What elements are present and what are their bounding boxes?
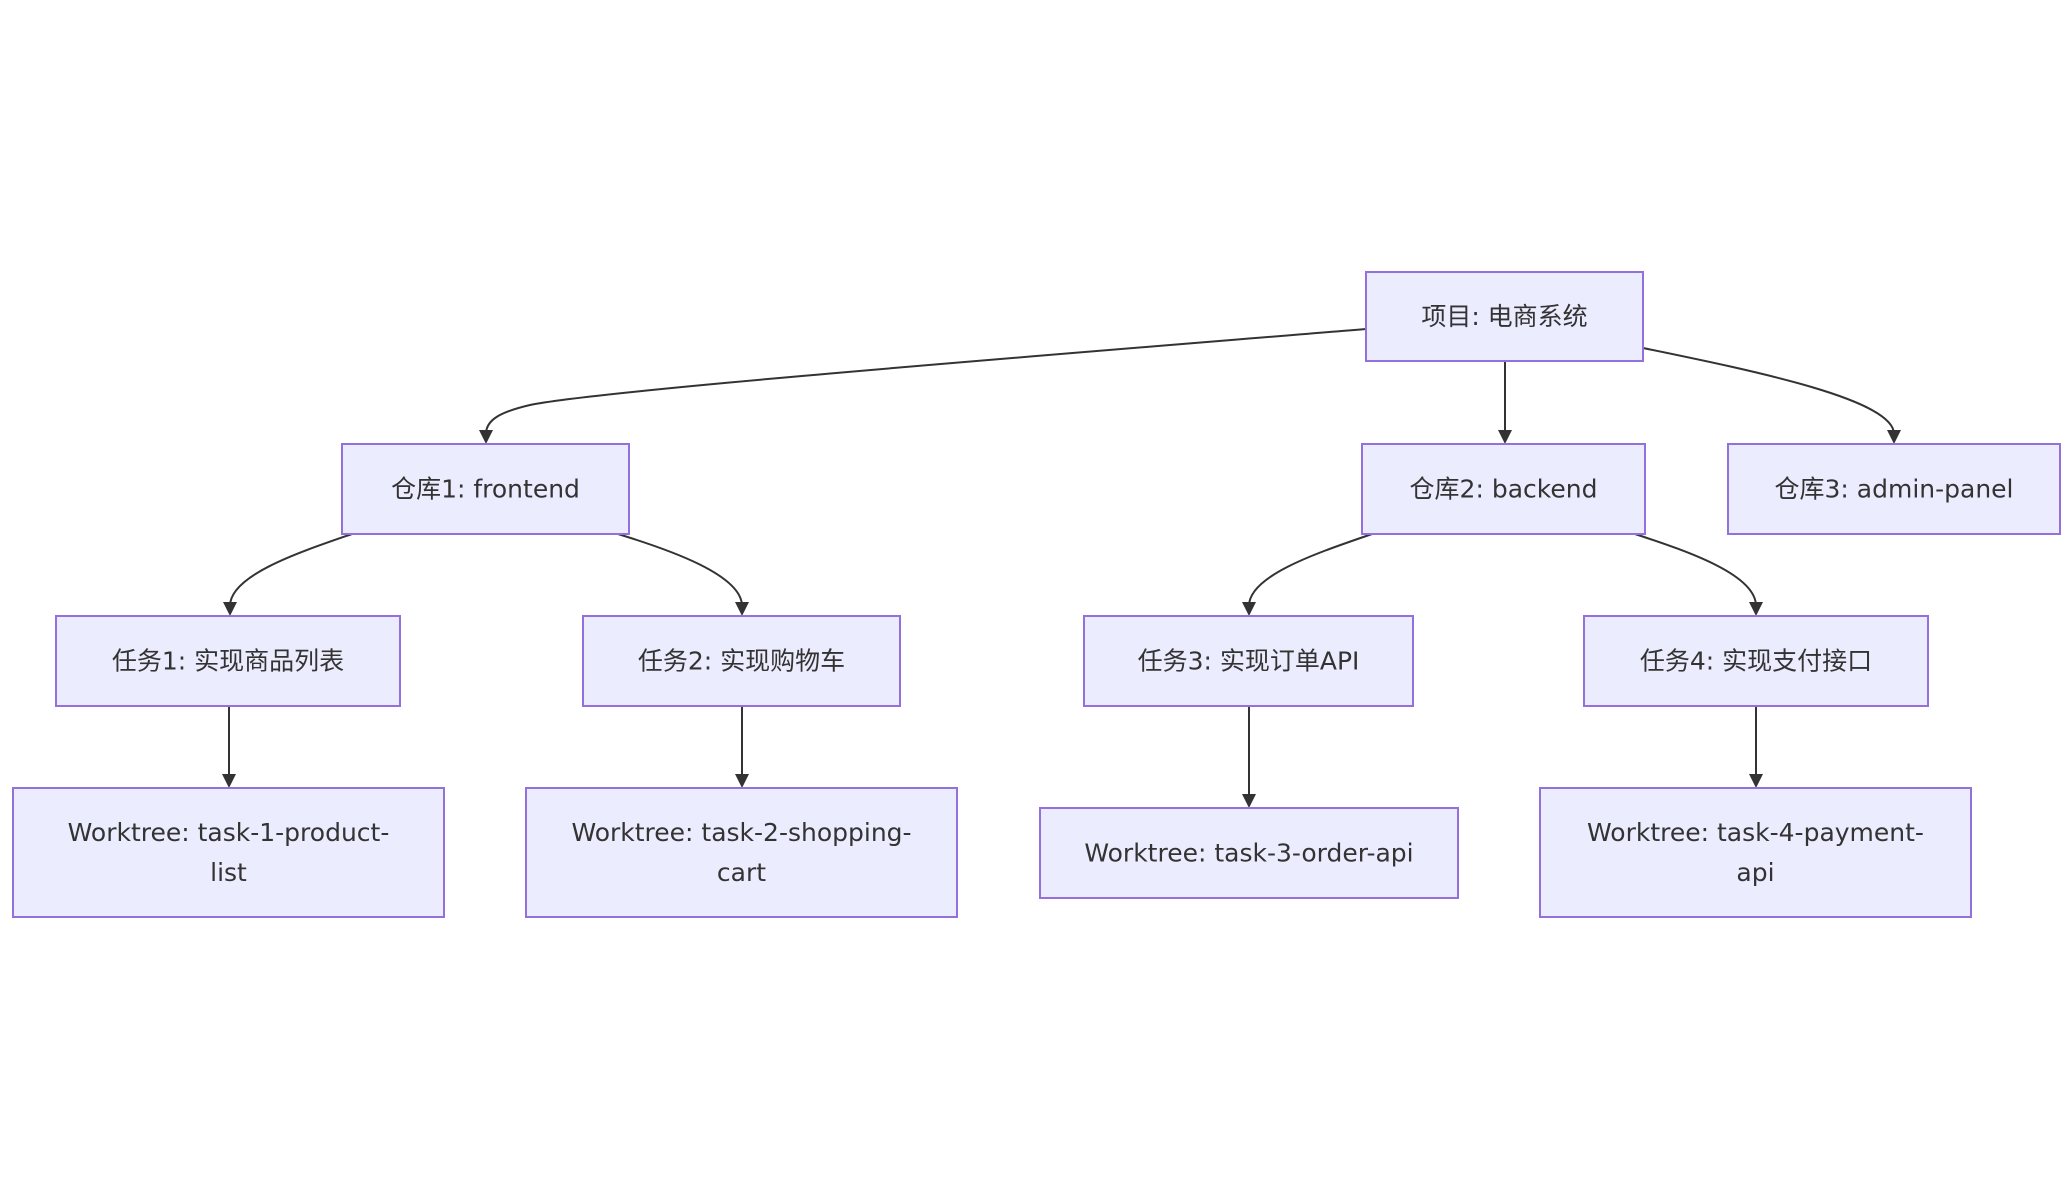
arrowhead-task3-wt3 [1242, 794, 1256, 808]
node-label-wt2-line-1: Worktree: task-2-shopping- [571, 818, 911, 847]
node-label-wt1-line-2: list [210, 858, 247, 887]
node-box-task1 [55, 615, 401, 707]
node-box-task2 [582, 615, 901, 707]
node-task4: 任务4: 实现支付接口 [1583, 615, 1929, 707]
edge-project-repo3 [1642, 347, 1895, 435]
arrowhead-task2-wt2 [735, 774, 749, 788]
node-box-wt1 [12, 787, 445, 918]
node-repo2: 仓库2: backend [1361, 443, 1646, 535]
node-label-wt4-line-1: Worktree: task-4-payment- [1587, 818, 1924, 847]
node-box-repo2 [1361, 443, 1646, 535]
node-box-repo1 [341, 443, 630, 535]
node-project: 项目: 电商系统 [1365, 271, 1644, 362]
node-box-wt2 [525, 787, 958, 918]
node-box-wt3 [1039, 807, 1459, 899]
node-task3: 任务3: 实现订单API [1083, 615, 1414, 707]
node-wt3: Worktree: task-3-order-api [1039, 807, 1459, 899]
edges-layer [222, 328, 1901, 808]
edge-project-repo1 [485, 328, 1367, 435]
node-label-task2-line-1: 任务2: 实现购物车 [638, 647, 845, 676]
node-box-project [1365, 271, 1644, 362]
node-label-wt4-line-2: api [1736, 858, 1774, 887]
arrowhead-project-repo2 [1498, 430, 1512, 444]
arrowhead-project-repo3 [1887, 430, 1901, 444]
node-label-project-line-1: 项目: 电商系统 [1421, 302, 1587, 331]
arrowhead-project-repo1 [479, 430, 493, 444]
edge-repo2-task4 [1634, 533, 1757, 607]
node-label-task4-line-1: 任务4: 实现支付接口 [1640, 647, 1872, 676]
arrowhead-repo1-task2 [735, 602, 749, 616]
node-repo3: 仓库3: admin-panel [1727, 443, 2061, 535]
node-box-task3 [1083, 615, 1414, 707]
edge-repo1-task1 [229, 533, 353, 607]
arrowhead-repo2-task3 [1242, 602, 1256, 616]
node-label-repo3-line-1: 仓库3: admin-panel [1775, 475, 2014, 504]
node-box-task4 [1583, 615, 1929, 707]
node-box-wt4 [1539, 787, 1972, 918]
node-label-task3-line-1: 任务3: 实现订单API [1138, 647, 1360, 676]
edge-repo2-task3 [1248, 533, 1373, 607]
node-box-repo3 [1727, 443, 2061, 535]
node-label-repo1-line-1: 仓库1: frontend [391, 475, 580, 504]
node-label-wt3-line-1: Worktree: task-3-order-api [1084, 839, 1413, 868]
node-label-task1-line-1: 任务1: 实现商品列表 [112, 647, 344, 676]
node-task1: 任务1: 实现商品列表 [55, 615, 401, 707]
arrowhead-task4-wt4 [1749, 774, 1763, 788]
node-wt1: Worktree: task-1-product-list [12, 787, 445, 918]
node-wt4: Worktree: task-4-payment-api [1539, 787, 1972, 918]
node-label-wt2-line-2: cart [717, 858, 766, 887]
node-task2: 任务2: 实现购物车 [582, 615, 901, 707]
arrowhead-task1-wt1 [222, 774, 236, 788]
node-label-wt1-line-1: Worktree: task-1-product- [68, 818, 390, 847]
edge-repo1-task2 [617, 533, 743, 607]
arrowhead-repo1-task1 [223, 602, 237, 616]
arrowhead-repo2-task4 [1749, 602, 1763, 616]
node-wt2: Worktree: task-2-shopping-cart [525, 787, 958, 918]
node-label-repo2-line-1: 仓库2: backend [1410, 475, 1598, 504]
node-repo1: 仓库1: frontend [341, 443, 630, 535]
